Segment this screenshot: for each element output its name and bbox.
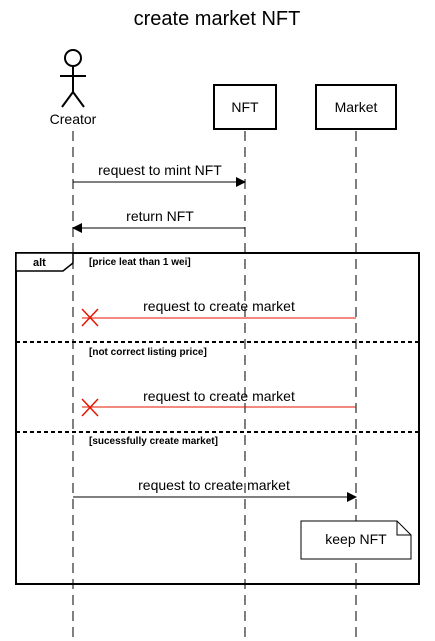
alt-operator-label: alt [33,257,46,269]
failed-create-market-label-1: request to create market [143,298,295,314]
nft-participant-label: NFT [231,99,259,115]
keep-nft-note [300,520,412,560]
creator-label: Creator [50,111,97,127]
alt-fragment-frame [15,252,420,585]
failure-x-icon [81,308,99,327]
guard-successful-label: [sucessfully create market] [89,436,218,447]
create-market-message-label: request to create market [138,477,290,493]
mint-message-label: request to mint NFT [98,162,222,178]
guard-price-less-than-label: [price leat than 1 wei] [89,257,191,268]
alt-operator-tab [15,252,74,272]
return-nft-message-label: return NFT [126,208,194,224]
market-participant-box [315,84,397,130]
guard-incorrect-listing-price-label: [not correct listing price] [89,347,207,358]
market-participant-label: Market [335,99,378,115]
failed-create-market-label-2: request to create market [143,388,295,404]
diagram-title: create market NFT [134,8,301,30]
nft-participant-box [213,84,277,130]
creator-actor-icon [60,49,86,108]
failure-x-icon [81,398,99,417]
keep-nft-note-label: keep NFT [325,531,387,547]
